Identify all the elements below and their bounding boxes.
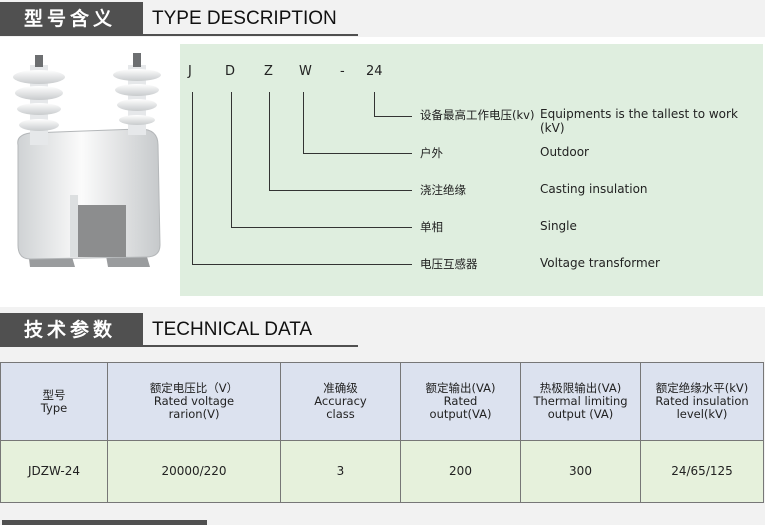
header-rated-output-cn: 额定输出(VA) [425,381,496,395]
cell-rated-voltage: 20000/220 [107,440,281,503]
code-letter-j: J [188,64,192,79]
header-rated-voltage-en: Rated voltage rarion(V) [153,394,235,421]
code-letter-24: 24 [366,64,383,79]
leader-line-z [269,92,270,190]
leader-line-24-h [374,116,412,117]
next-section-header-bar [2,520,207,525]
leader-line-d-h [231,227,412,228]
cell-type: JDZW-24 [0,440,108,503]
header-rated-output: 额定输出(VA)Rated output(VA) [400,362,521,441]
voltage-transformer-image [13,53,161,267]
desc-cn-voltage-transformer: 电压互感器 [420,257,478,271]
leader-line-d [231,92,232,227]
type-description-title-en: TYPE DESCRIPTION [152,8,337,29]
technical-data-title-cn: 技术参数 [0,313,143,347]
code-letter-z: Z [264,64,273,79]
header-insulation-level-en: Rated insulation level(kV) [655,394,749,421]
desc-cn-single: 单相 [420,220,443,234]
header-type-en: Type [40,400,68,415]
header-insulation-level: 额定绝缘水平(kV)Rated insulation level(kV) [640,362,764,441]
header-thermal-output-en: Thermal limiting output (VA) [533,394,628,421]
header-rated-output-en: Rated output(VA) [429,394,492,421]
leader-line-j [192,92,193,264]
desc-en-outdoor: Outdoor [540,145,589,159]
code-letter-dash: - [340,64,345,79]
type-description-title-cn: 型号含义 [0,2,143,36]
desc-en-single: Single [540,219,577,233]
header-insulation-level-cn: 额定绝缘水平(kV) [655,381,749,395]
desc-en-max-voltage: Equipments is the tallest to work (kV) [540,107,738,135]
type-description-header: 型号含义 TYPE DESCRIPTION [0,2,360,36]
header-thermal-output: 热极限输出(VA)Thermal limiting output (VA) [520,362,641,441]
header-rated-voltage: 额定电压比（V）Rated voltage rarion(V) [107,362,281,441]
technical-data-header: 技术参数 TECHNICAL DATA [0,313,360,347]
desc-cn-casting: 浇注绝缘 [420,183,466,197]
cell-accuracy: 3 [280,440,401,503]
code-letter-w: W [299,64,312,79]
desc-cn-outdoor: 户外 [420,146,443,160]
leader-line-24 [374,92,375,116]
type-description-panel [180,44,763,296]
leader-line-j-h [192,264,412,265]
header-underline [143,345,358,347]
header-underline [143,34,358,36]
header-rated-voltage-cn: 额定电压比（V） [149,381,239,395]
cell-insulation-level: 24/65/125 [640,440,764,503]
code-letter-d: D [225,64,236,79]
header-thermal-output-cn: 热极限输出(VA) [539,381,622,395]
leader-line-z-h [269,190,412,191]
leader-line-w-h [303,153,412,154]
leader-line-w [303,92,304,153]
desc-en-voltage-transformer: Voltage transformer [540,256,660,270]
table-row: JDZW-24 20000/220 3 200 300 24/65/125 [0,440,764,503]
header-type-cn: 型号 [42,387,66,402]
technical-data-title-en: TECHNICAL DATA [152,319,313,340]
header-accuracy-en: Accuracy class [314,394,367,421]
desc-cn-max-voltage: 设备最高工作电压(kv) [420,108,535,122]
desc-en-casting: Casting insulation [540,182,648,196]
header-accuracy-cn: 准确级 [323,381,358,395]
cell-rated-output: 200 [400,440,521,503]
cell-thermal-output: 300 [520,440,641,503]
